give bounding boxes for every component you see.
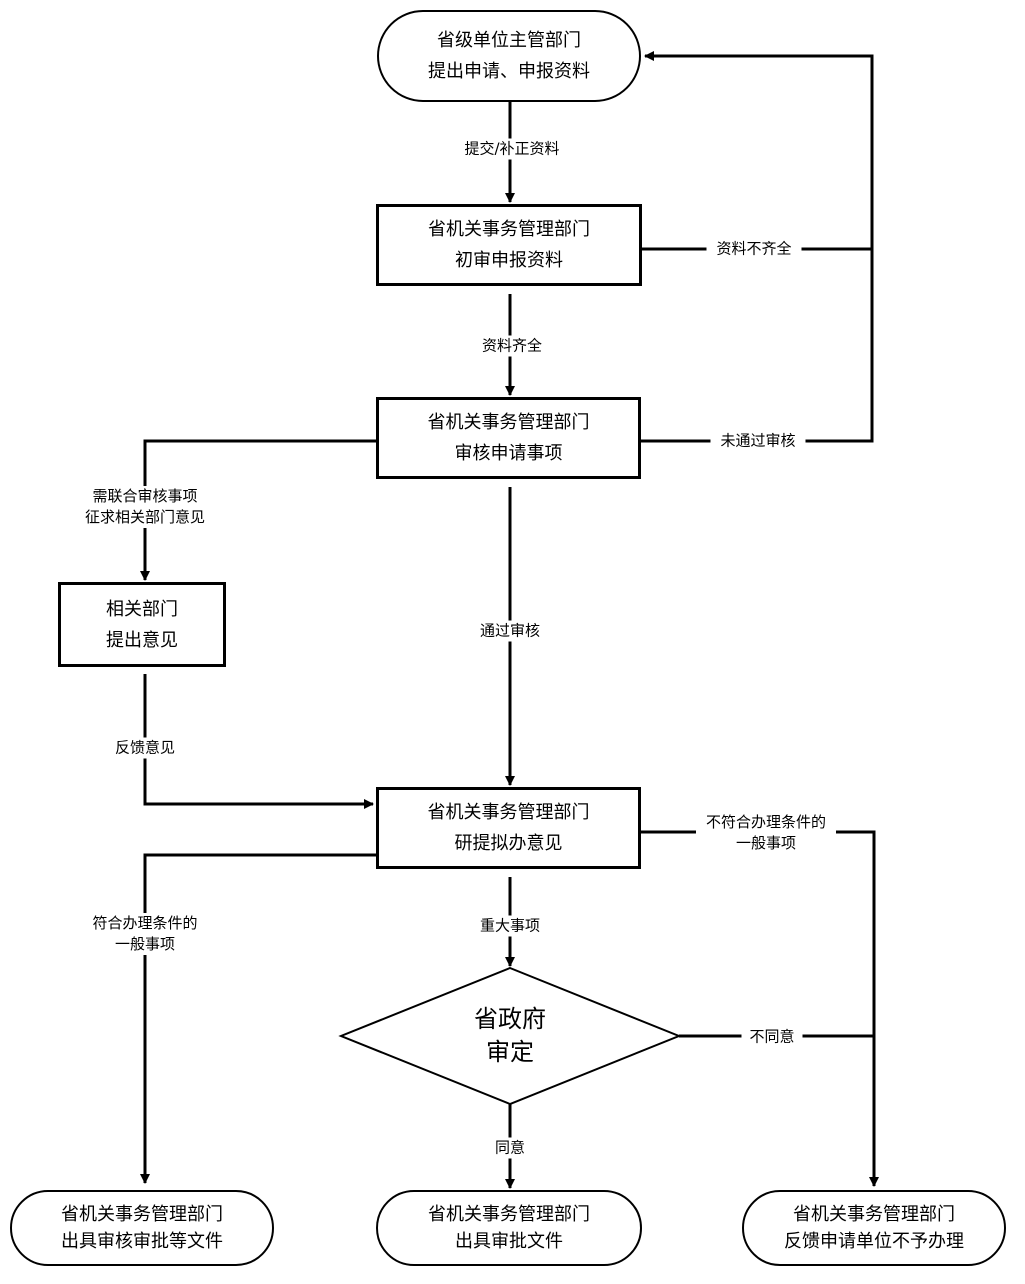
label-eligible-line1: 符合办理条件的 xyxy=(92,914,198,932)
node-end-right: 省机关事务管理部门 反馈申请单位不予办理 xyxy=(742,1190,1006,1266)
label-eligible-line2: 一般事项 xyxy=(114,935,176,953)
label-feedback: 反馈意见 xyxy=(110,737,180,759)
label-complete: 资料齐全 xyxy=(477,335,547,357)
edge-ineligible xyxy=(641,830,879,1187)
node-initial-review: 省机关事务管理部门 初审申报资料 xyxy=(376,204,642,286)
label-disagree: 不同意 xyxy=(741,1026,803,1048)
edge-eligible xyxy=(140,853,376,1184)
node-draft-opinion-line1: 省机关事务管理部门 xyxy=(427,802,590,823)
node-end-right-line1: 省机关事务管理部门 xyxy=(793,1204,955,1225)
label-submit: 提交/补正资料 xyxy=(460,138,564,160)
label-ineligible: 不符合办理条件的 一般事项 xyxy=(695,812,837,854)
label-agree: 同意 xyxy=(490,1137,530,1159)
node-initial-review-line1: 省机关事务管理部门 xyxy=(428,219,590,240)
node-gov-decision: 省政府 审定 xyxy=(474,1003,546,1069)
label-joint-review: 需联合审核事项 征求相关部门意见 xyxy=(80,486,210,528)
label-ineligible-line1: 不符合办理条件的 xyxy=(705,813,827,831)
node-related-dept-line1: 相关部门 xyxy=(106,598,178,620)
node-gov-decision-line1: 省政府 xyxy=(474,1005,546,1033)
label-ineligible-line2: 一般事项 xyxy=(735,834,797,852)
decision-diamond xyxy=(338,966,682,1106)
node-end-center-line1: 省机关事务管理部门 xyxy=(428,1204,590,1225)
node-start: 省级单位主管部门 提出申请、申报资料 xyxy=(377,10,641,102)
node-end-left-line1: 省机关事务管理部门 xyxy=(61,1204,223,1225)
label-joint-review-line2: 征求相关部门意见 xyxy=(84,508,206,526)
node-audit-line1: 省机关事务管理部门 xyxy=(427,412,590,433)
node-audit: 省机关事务管理部门 审核申请事项 xyxy=(376,397,641,479)
label-eligible: 符合办理条件的 一般事项 xyxy=(88,913,202,955)
node-gov-decision-line2: 审定 xyxy=(486,1038,534,1066)
node-end-right-line2: 反馈申请单位不予办理 xyxy=(784,1231,964,1252)
label-not-passed: 未通过审核 xyxy=(710,430,806,452)
label-joint-review-line1: 需联合审核事项 xyxy=(92,487,198,505)
node-end-center-line2: 出具审批文件 xyxy=(455,1231,563,1252)
node-draft-opinion: 省机关事务管理部门 研提拟办意见 xyxy=(376,787,641,869)
edge-feedback xyxy=(143,674,374,809)
label-passed: 通过审核 xyxy=(475,620,545,642)
node-related-dept: 相关部门 提出意见 xyxy=(58,582,226,667)
node-draft-opinion-line2: 研提拟办意见 xyxy=(454,833,563,854)
node-end-center: 省机关事务管理部门 出具审批文件 xyxy=(376,1190,642,1266)
node-end-left-line2: 出具审核审批等文件 xyxy=(61,1231,223,1252)
label-incomplete: 资料不齐全 xyxy=(706,238,802,260)
node-related-dept-line2: 提出意见 xyxy=(106,629,178,651)
node-end-left: 省机关事务管理部门 出具审核审批等文件 xyxy=(10,1190,274,1266)
node-start-line1: 省级单位主管部门 xyxy=(437,30,581,51)
node-initial-review-line2: 初审申报资料 xyxy=(455,250,563,271)
node-audit-line2: 审核申请事项 xyxy=(454,443,563,464)
label-major: 重大事项 xyxy=(475,915,545,937)
edge-joint-review xyxy=(140,439,376,581)
node-start-line2: 提出申请、申报资料 xyxy=(428,61,590,82)
